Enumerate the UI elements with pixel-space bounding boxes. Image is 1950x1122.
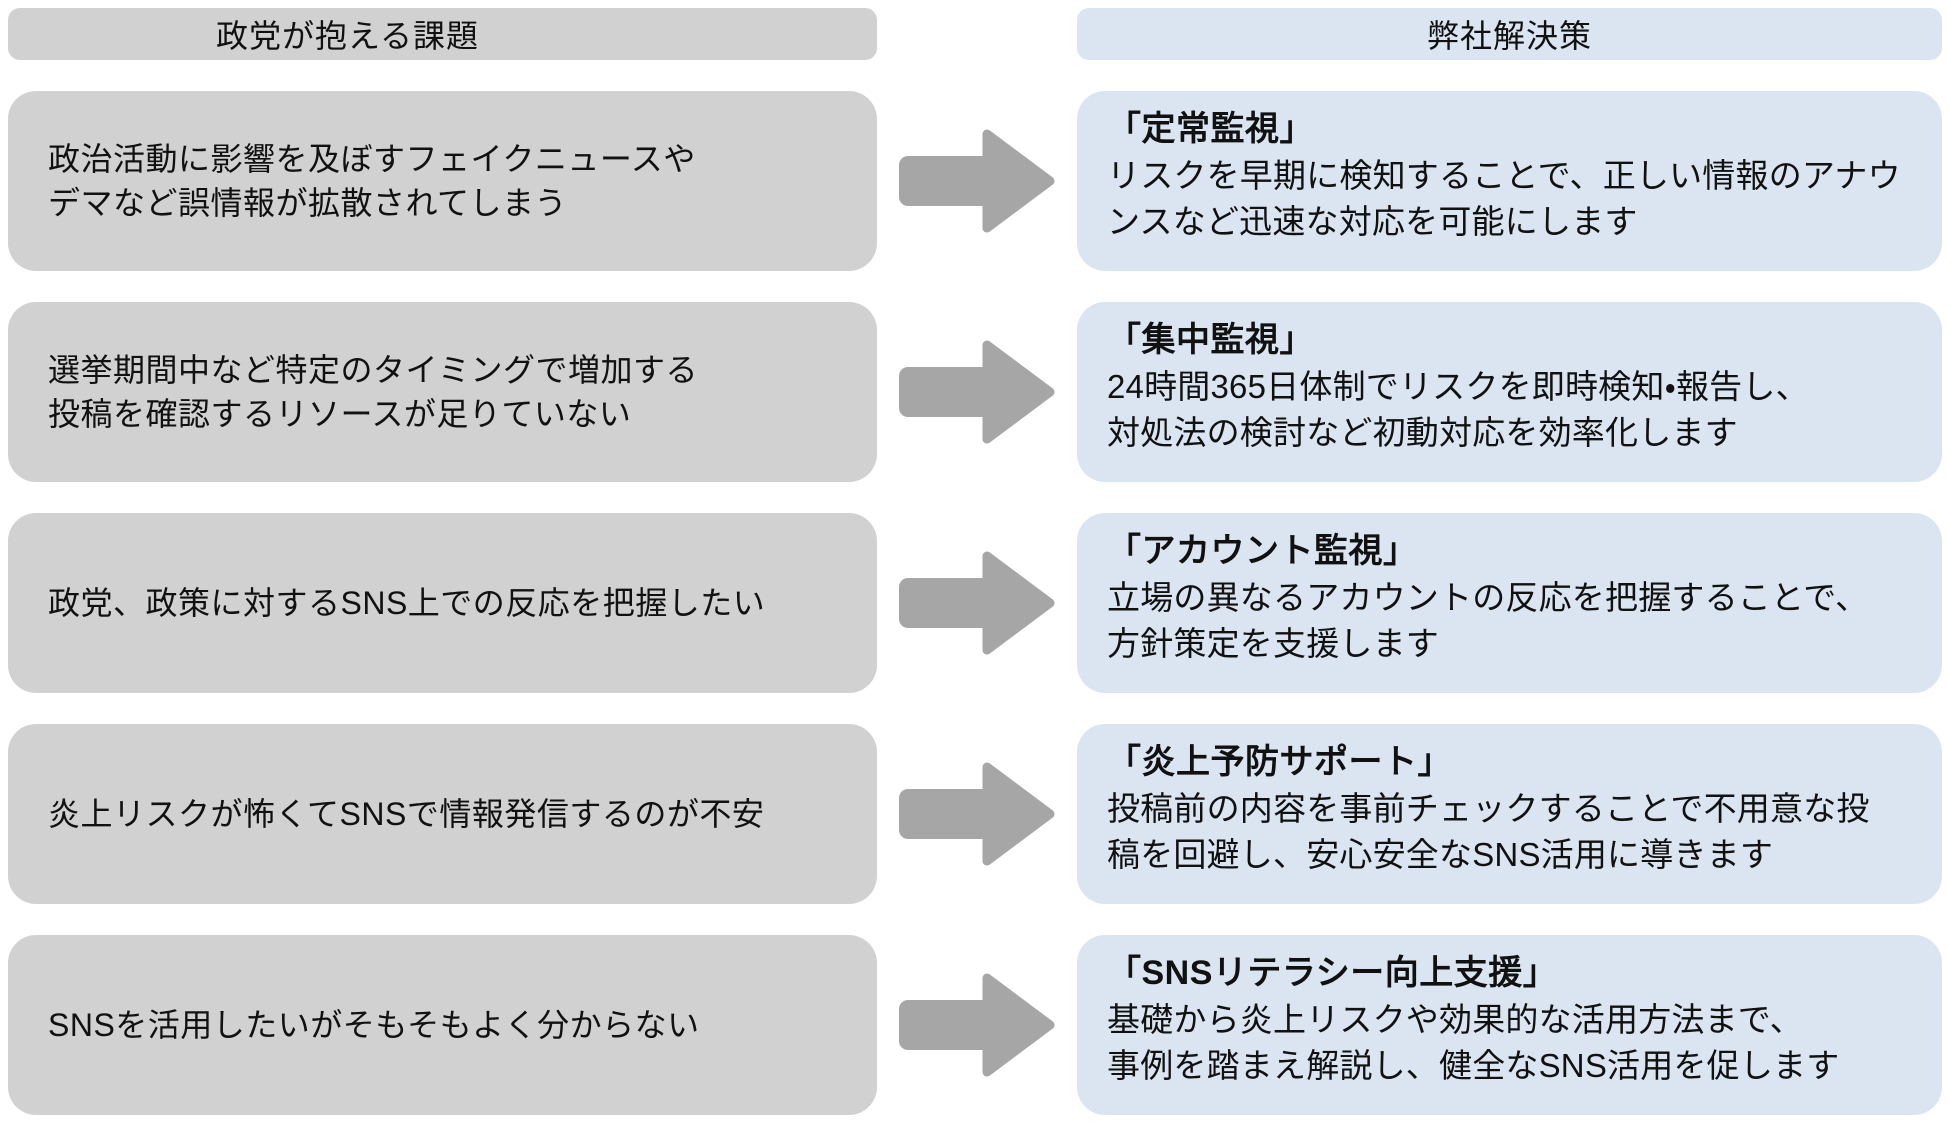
mapping-row: SNSを活用したいがそもそもよく分からない 「SNSリテラシー向上支援」 基礎か… xyxy=(8,935,1942,1115)
solution-body: リスクを早期に検知することで、正しい情報のアナウ ンスなど迅速な対応を可能にしま… xyxy=(1107,157,1901,240)
issue-text: 選挙期間中など特定のタイミングで増加する 投稿を確認するリソースが足りていない xyxy=(48,352,699,432)
issues-column-title: 政党が抱える課題 xyxy=(215,18,480,54)
solutions-column-header: 弊社解決策 xyxy=(1077,8,1942,60)
mapping-row: 炎上リスクが怖くてSNSで情報発信するのが不安 「炎上予防サポート」 投稿前の内… xyxy=(8,724,1942,904)
solution-body: 立場の異なるアカウントの反応を把握することで、 方針策定を支援します xyxy=(1107,579,1869,662)
right-arrow-icon xyxy=(899,551,1055,655)
solutions-column-title: 弊社解決策 xyxy=(1426,18,1592,54)
arrow-cell xyxy=(877,302,1077,482)
solution-body: 投稿前の内容を事前チェックすることで不用意な投 稿を回避し、安心安全なSNS活用… xyxy=(1107,790,1870,873)
issues-column-header: 政党が抱える課題 xyxy=(8,8,877,60)
issue-box: 炎上リスクが怖くてSNSで情報発信するのが不安 xyxy=(8,724,877,904)
solution-box: 「定常監視」 リスクを早期に検知することで、正しい情報のアナウ ンスなど迅速な対… xyxy=(1077,91,1942,271)
issue-text: 炎上リスクが怖くてSNSで情報発信するのが不安 xyxy=(48,796,765,832)
arrow-cell xyxy=(877,724,1077,904)
issue-box: 政治活動に影響を及ぼすフェイクニュースや デマなど誤情報が拡散されてしまう xyxy=(8,91,877,271)
arrow-cell xyxy=(877,935,1077,1115)
header-row: 政党が抱える課題 弊社解決策 xyxy=(8,8,1942,60)
right-arrow-icon xyxy=(899,129,1055,233)
mapping-row: 政治活動に影響を及ぼすフェイクニュースや デマなど誤情報が拡散されてしまう 「定… xyxy=(8,91,1942,271)
mapping-row: 選挙期間中など特定のタイミングで増加する 投稿を確認するリソースが足りていない … xyxy=(8,302,1942,482)
solution-title: 「定常監視」 xyxy=(1107,110,1314,148)
solution-box: 「集中監視」 24時間365日体制でリスクを即時検知・報告し、 対処法の検討など… xyxy=(1077,302,1942,482)
mapping-row: 政党、政策に対するSNS上での反応を把握したい 「アカウント監視」 立場の異なる… xyxy=(8,513,1942,693)
issue-text: 政治活動に影響を及ぼすフェイクニュースや デマなど誤情報が拡散されてしまう xyxy=(48,141,696,221)
solution-title: 「炎上予防サポート」 xyxy=(1107,743,1452,781)
arrow-cell xyxy=(877,91,1077,271)
solution-title: 「SNSリテラシー向上支援」 xyxy=(1107,954,1558,992)
solution-title: 「集中監視」 xyxy=(1107,321,1314,359)
issue-text: SNSを活用したいがそもそもよく分からない xyxy=(48,1007,700,1043)
issue-box: 政党、政策に対するSNS上での反応を把握したい xyxy=(8,513,877,693)
solution-box: 「炎上予防サポート」 投稿前の内容を事前チェックすることで不用意な投 稿を回避し… xyxy=(1077,724,1942,904)
right-arrow-icon xyxy=(899,340,1055,444)
solution-body: 基礎から炎上リスクや効果的な活用方法まで、 事例を踏まえ解説し、健全なSNS活用… xyxy=(1107,1001,1840,1084)
issue-text: 政党、政策に対するSNS上での反応を把握したい xyxy=(48,585,766,621)
right-arrow-icon xyxy=(899,762,1055,866)
solution-title: 「アカウント監視」 xyxy=(1107,532,1418,570)
issue-box: SNSを活用したいがそもそもよく分からない xyxy=(8,935,877,1115)
right-arrow-icon xyxy=(899,973,1055,1077)
solution-body: 24時間365日体制でリスクを即時検知・報告し、 対処法の検討など初動対応を効率… xyxy=(1107,368,1809,451)
solution-box: 「アカウント監視」 立場の異なるアカウントの反応を把握することで、 方針策定を支… xyxy=(1077,513,1942,693)
issue-box: 選挙期間中など特定のタイミングで増加する 投稿を確認するリソースが足りていない xyxy=(8,302,877,482)
solution-box: 「SNSリテラシー向上支援」 基礎から炎上リスクや効果的な活用方法まで、 事例を… xyxy=(1077,935,1942,1115)
arrow-cell xyxy=(877,513,1077,693)
